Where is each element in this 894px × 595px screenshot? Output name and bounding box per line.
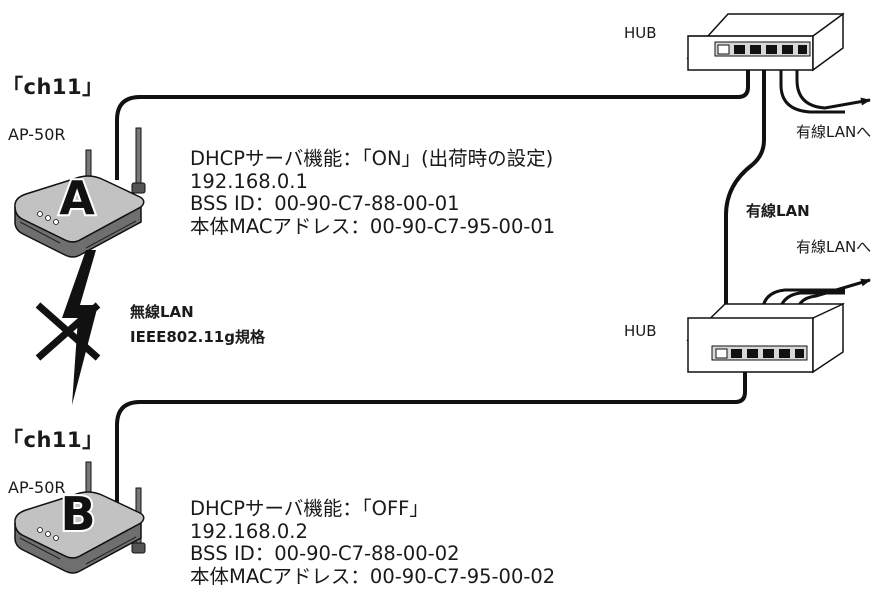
device-b-model: AP-50R <box>8 478 66 497</box>
device-a-model: AP-50R <box>8 125 66 144</box>
device-a-bssid: BSS ID：00-90-C7-88-00-01 <box>190 192 460 215</box>
device-b-ip: 192.168.0.2 <box>190 519 308 543</box>
device-b-dhcp: DHCPサーバ機能：「OFF」 <box>190 497 429 520</box>
cable-b-to-bottom-hub <box>115 355 747 540</box>
access-point-b <box>14 461 146 574</box>
device-a-ip: 192.168.0.1 <box>190 169 308 193</box>
device-a-mac: 本体MACアドレス：00-90-C7-95-00-01 <box>190 214 556 238</box>
access-point-a <box>14 127 146 258</box>
cable-hub-to-hub <box>724 62 766 345</box>
device-a-info: DHCPサーバ機能：「ON」(出荷時の設定) 192.168.0.1 BSS I… <box>190 147 556 238</box>
wireless-standard-label: IEEE802.11g規格 <box>130 328 265 346</box>
wired-lan-link-label: 有線LAN <box>746 202 810 220</box>
top-hub-label: HUB <box>624 24 657 42</box>
cable-a-to-top-hub <box>115 65 750 180</box>
bottom-hub-label: HUB <box>624 322 657 340</box>
device-letter-b: B <box>60 487 95 541</box>
wireless-lan-label: 無線LAN <box>130 303 194 321</box>
top-hub-uplink-1 <box>779 62 845 114</box>
device-a-channel: 「ch11」 <box>2 75 104 99</box>
device-b-mac: 本体MACアドレス：00-90-C7-95-00-02 <box>190 564 556 588</box>
no-wireless-link-icon <box>35 250 101 405</box>
bottom-hub <box>686 302 845 374</box>
device-b-info: DHCPサーバ機能：「OFF」 192.168.0.2 BSS ID：00-90… <box>190 497 556 588</box>
device-a-dhcp: DHCPサーバ機能：「ON」(出荷時の設定) <box>190 147 554 170</box>
device-b-bssid: BSS ID：00-90-C7-88-00-02 <box>190 542 460 565</box>
wired-lan-top-label: 有線LANへ <box>796 123 872 141</box>
top-hub-uplink-2 <box>795 62 871 110</box>
top-hub <box>686 12 845 72</box>
wired-lan-bottom-label: 有線LANへ <box>796 238 872 256</box>
device-letter-a: A <box>59 171 95 225</box>
device-b-channel: 「ch11」 <box>2 428 104 452</box>
